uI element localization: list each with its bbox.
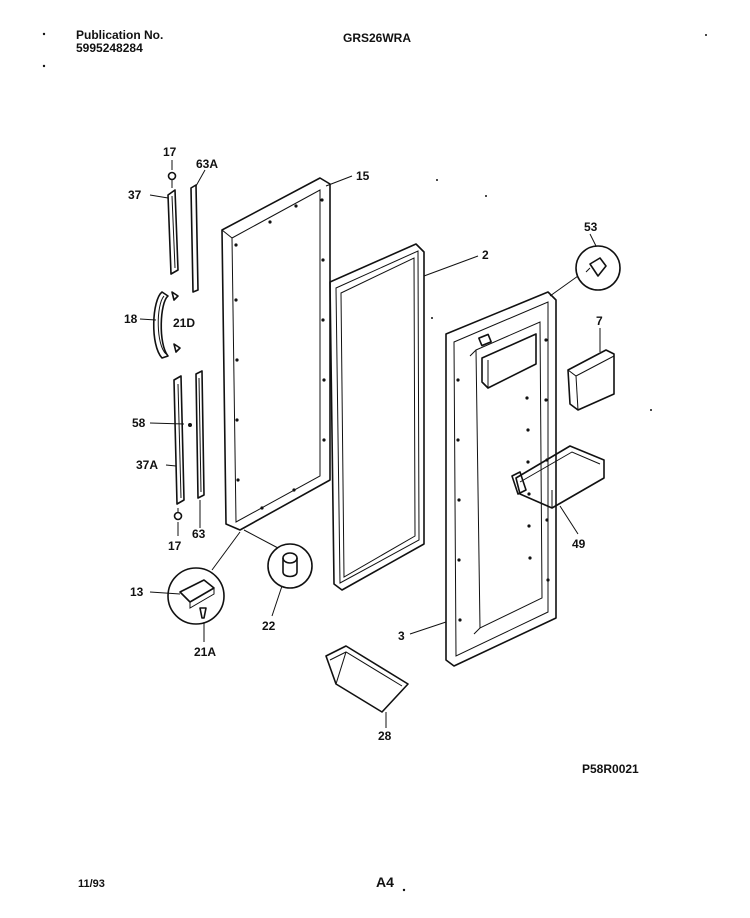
door-bin-49 [511,445,605,509]
handle-18 [152,291,169,359]
callout-17-top: 17 [163,145,177,159]
callout-17-bottom: 17 [168,539,182,553]
trim-strip-63a [190,184,199,293]
leader-lines [139,160,601,728]
door-gasket-2 [329,243,425,591]
callout-22: 22 [262,619,276,633]
publication-number: 5995248284 [76,41,143,55]
trim-strip-37a [173,375,185,505]
callout-58: 58 [132,416,146,430]
trim-strip-37 [167,189,179,275]
detail-circle-13 [167,567,225,625]
screw-58 [188,423,192,427]
dairy-door-7 [567,349,615,411]
trim-strip-63 [195,370,205,499]
model-number: GRS26WRA [343,31,412,45]
callout-53: 53 [584,220,598,234]
callout-28: 28 [378,729,392,743]
screw-21d [171,291,181,353]
door-bin-28 [325,645,409,713]
callout-labels: 17 63A 37 15 2 53 18 21D 7 58 37A 49 17 … [124,145,603,743]
callout-21a: 21A [194,645,216,659]
callout-21d: 21D [173,316,195,330]
callout-2: 2 [482,248,489,262]
publication-label: Publication No. [76,28,164,42]
callout-18: 18 [124,312,138,326]
door-liner-3 [445,291,557,667]
footer-date: 11/93 [78,878,105,890]
detail-circle-22 [267,543,313,589]
screw-17-top [167,171,177,188]
scan-specks [42,32,707,892]
page-number: A4 [376,874,394,890]
door-outer-panel-15 [221,177,331,531]
callout-63: 63 [192,527,206,541]
detail-circle-53 [575,245,621,291]
callout-13: 13 [130,585,144,599]
callout-37: 37 [128,188,142,202]
screw-17-bottom [173,508,183,521]
callout-3: 3 [398,629,405,643]
callout-37a: 37A [136,458,158,472]
figure-code: P58R0021 [582,762,639,776]
callout-49: 49 [572,537,586,551]
callout-7: 7 [596,314,603,328]
callout-15: 15 [356,169,370,183]
callout-63a: 63A [196,157,218,171]
